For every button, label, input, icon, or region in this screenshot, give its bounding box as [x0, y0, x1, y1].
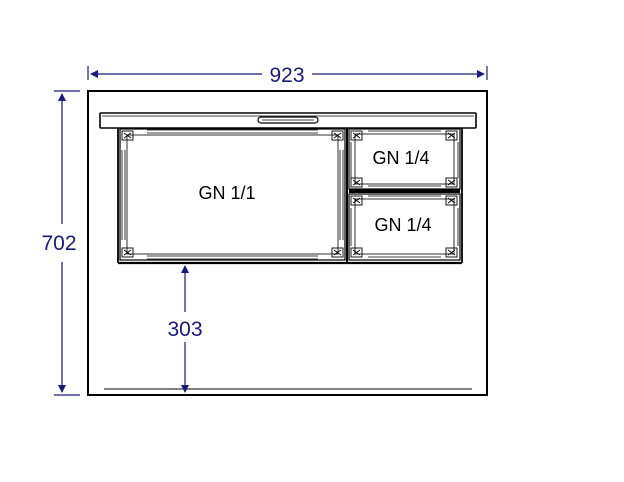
- label-gn-1-1: GN 1/1: [198, 183, 255, 203]
- label-gn-1-4-bottom: GN 1/4: [374, 215, 431, 235]
- gn-1-4-bottom-pan: [348, 193, 461, 261]
- top-rail: [99, 112, 477, 129]
- lid-handle: [257, 116, 319, 124]
- gn-1-1-pan: [119, 128, 346, 261]
- compartment-frame: [117, 128, 463, 265]
- width-dimension-value: 923: [269, 64, 304, 87]
- pan-divider-bar: [349, 189, 460, 193]
- depth-dimension-value: 702: [41, 232, 76, 255]
- label-gn-1-4-top: GN 1/4: [372, 148, 429, 168]
- cabinet-outline: [87, 90, 488, 396]
- offset-dimension: 303: [167, 265, 203, 393]
- depth-dimension: 702: [41, 90, 80, 396]
- width-dimension: 923: [87, 64, 488, 87]
- offset-dimension-value: 303: [167, 318, 202, 341]
